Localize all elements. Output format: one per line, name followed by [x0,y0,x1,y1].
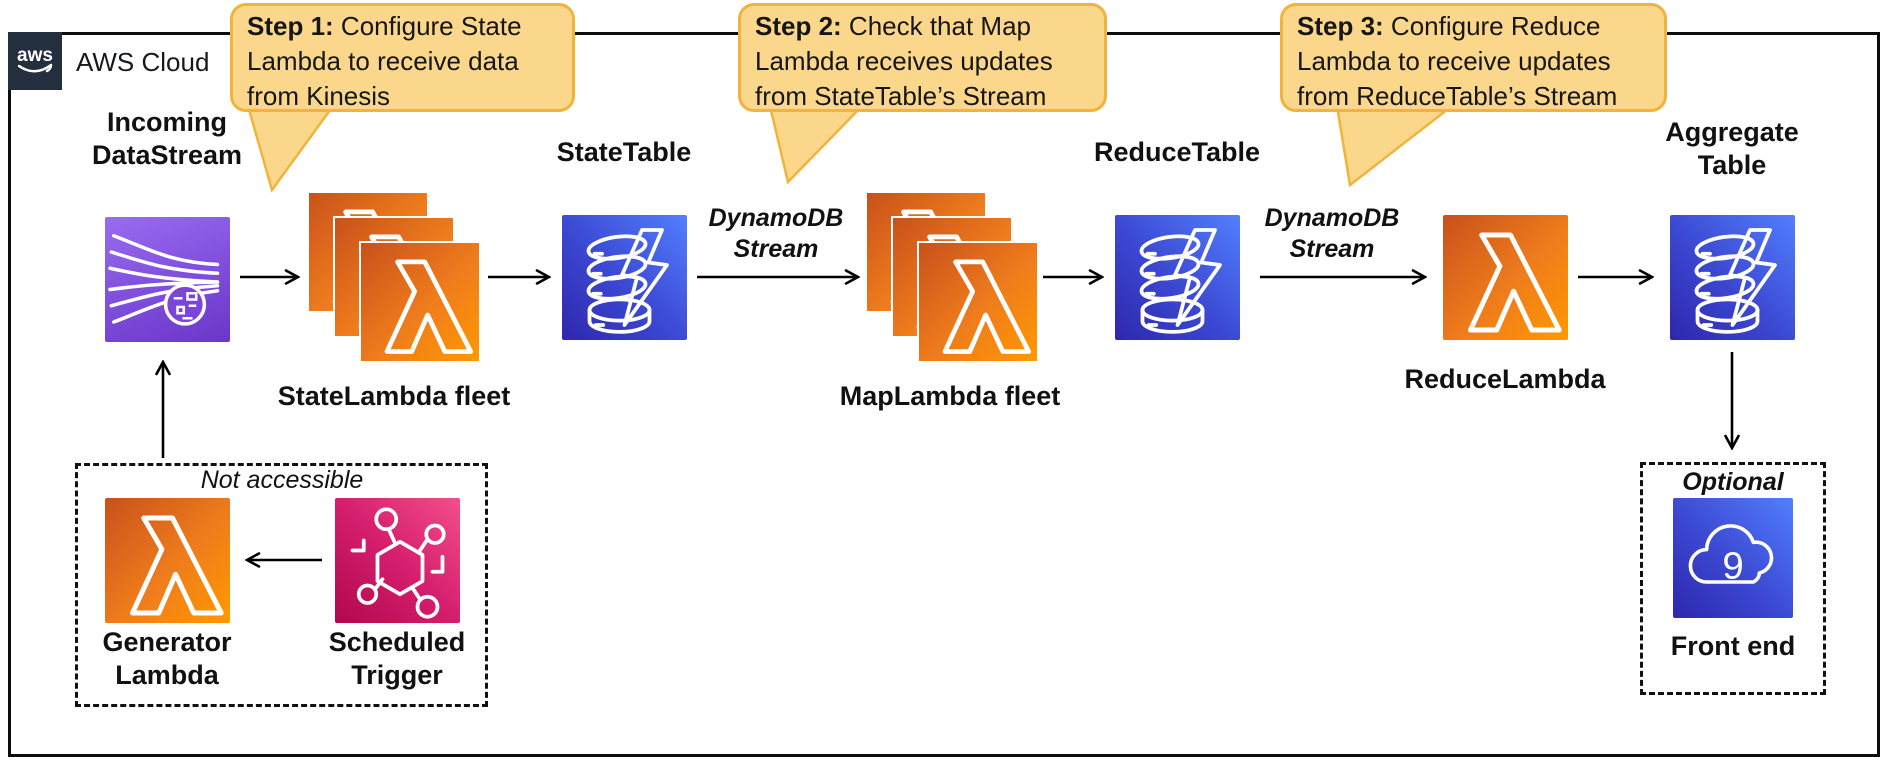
aws-logo-glyph: aws [17,45,53,73]
callout-step-3: Step 3: Configure Reduce Lambda to recei… [1280,3,1667,112]
maplambda-fleet-label: MapLambda fleet [839,381,1061,411]
callout-step-2: Step 2: Check that Map Lambda receives u… [738,3,1107,112]
svg-text:9: 9 [1722,544,1743,587]
lambda-icon [917,241,1039,363]
callout-step-1-title: Step 1: [247,11,334,41]
aggregate-table-label: Aggregate Table [1665,117,1799,180]
scheduled-trigger-label: Scheduled Trigger [328,627,466,690]
lambda-icon [359,241,481,363]
aws-cloud-label: AWS Cloud [76,47,210,77]
callout-step-1: Step 1: Configure State Lambda to receiv… [230,3,575,112]
optional-label: Optional [1682,468,1784,496]
reducelambda-label: ReduceLambda [1404,364,1606,394]
reducetable-label: ReduceTable [1093,137,1261,167]
callout-step-3-title: Step 3: [1297,11,1384,41]
dynamodb-stream-label-2: DynamoDB Stream [1264,204,1400,263]
maplambda-fleet-icon [865,191,1039,363]
dynamodb-stream-label-1: DynamoDB Stream [708,204,844,263]
statelambda-fleet-icon [307,191,481,363]
generator-lambda-label: Generator Lambda [102,627,232,690]
lambda-icon [105,498,230,623]
statetable-label: StateTable [556,137,692,167]
optional-group-box [1640,462,1826,695]
svg-text:aws: aws [17,45,53,66]
dynamodb-stream-icon [1670,215,1795,340]
not-accessible-label: Not accessible [200,466,364,494]
incoming-datastream-label: Incoming DataStream [91,107,243,170]
scheduled-trigger-icon [335,498,460,623]
callout-step-2-title: Step 2: [755,11,842,41]
lambda-icon [1443,215,1568,340]
cloud9-icon: 9 [1673,498,1793,618]
statelambda-fleet-label: StateLambda fleet [277,381,511,411]
callout-step-2-body: Check that Map Lambda receives updates f… [755,11,1053,111]
dynamodb-stream-icon [562,215,687,340]
kinesis-stream-icon [105,217,230,342]
front-end-label: Front end [1670,631,1796,661]
aws-logo-icon: aws [8,32,62,90]
dynamodb-stream-icon [1115,215,1240,340]
not-accessible-group-box [75,463,488,707]
